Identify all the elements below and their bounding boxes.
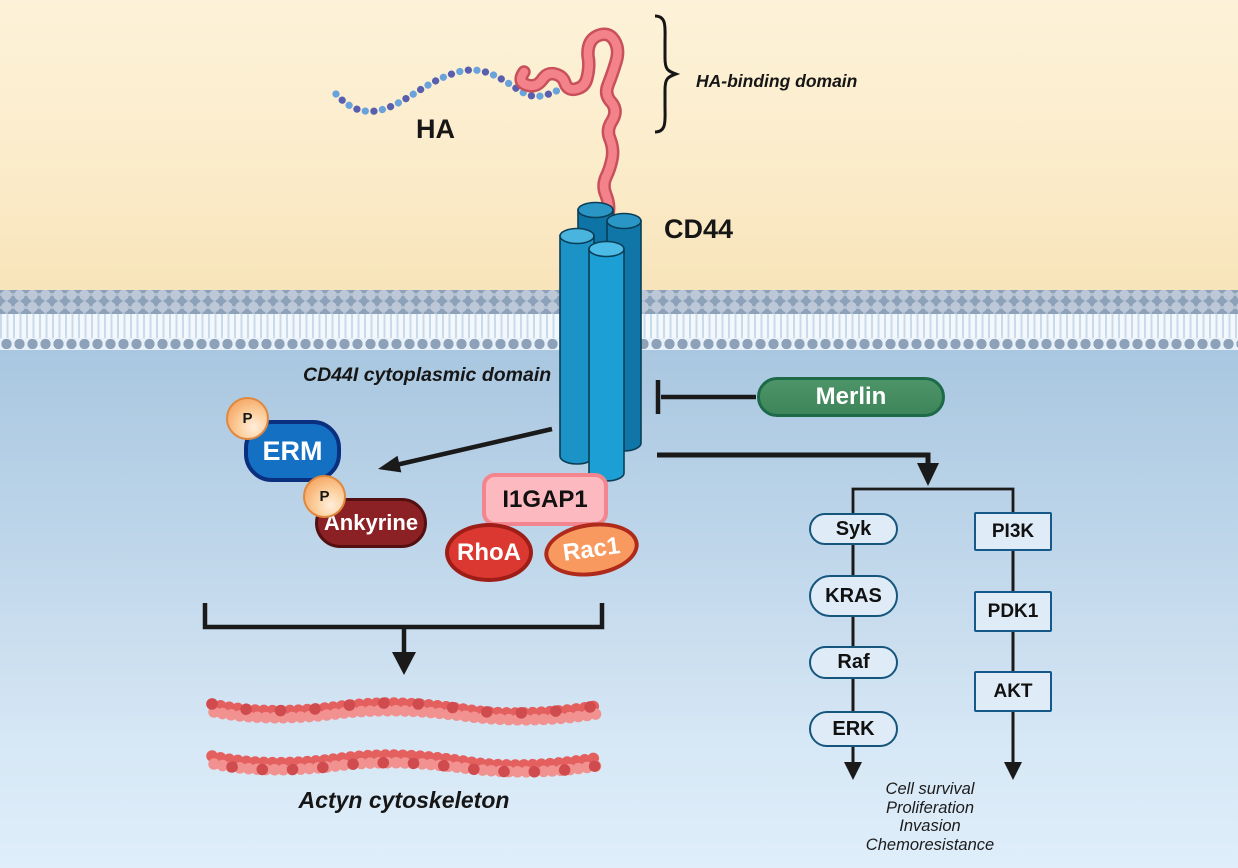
- merlin-node: Merlin: [757, 377, 945, 417]
- inhibition-tbar-icon: [655, 380, 756, 414]
- actin-bracket-icon: [202, 603, 605, 675]
- pi3k-arrowhead-icon: [1004, 762, 1022, 780]
- pathway-outcomes: Cell survival Proliferation Invasion Che…: [866, 780, 994, 854]
- outcome-item: Cell survival: [885, 780, 975, 798]
- cascade-node-pdk1: PDK1: [974, 591, 1052, 632]
- cd44-label: CD44: [664, 214, 734, 244]
- cascade-node-raf: Raf: [809, 646, 898, 679]
- ha-chain-icon: [332, 66, 570, 115]
- phosphate-badge: P: [303, 475, 346, 518]
- ha-label: HA: [416, 114, 455, 144]
- cd44-cytoplasmic-domain-label: CD44I cytoplasmic domain: [303, 364, 552, 386]
- rhoa-node: RhoA: [445, 523, 533, 582]
- cascade-node-akt: AKT: [974, 671, 1052, 712]
- actin-filament-icon: [206, 697, 602, 778]
- cascade-node-kras: KRAS: [809, 575, 898, 617]
- outcome-item: Invasion: [899, 817, 961, 835]
- cascade-node-pi3k: PI3K: [974, 512, 1052, 551]
- cascade-node-erk: ERK: [809, 711, 898, 747]
- i1gap1-node: I1GAP1: [482, 473, 608, 526]
- outcome-item: Proliferation: [885, 798, 975, 817]
- phosphate-badge: P: [226, 397, 269, 440]
- arrow-to-erm-icon: [378, 426, 553, 473]
- cascade-node-syk: Syk: [809, 513, 898, 545]
- brace-icon: [654, 14, 681, 134]
- cd44-receptor-icon: [559, 201, 642, 482]
- ha-binding-strand-icon: [514, 27, 625, 268]
- actin-cytoskeleton-label: Actyn cytoskeleton: [298, 787, 510, 813]
- ha-binding-domain-label: HA-binding domain: [696, 71, 858, 91]
- outcome-item: Chemoresistance: [865, 835, 995, 854]
- mapk-arrowhead-icon: [844, 762, 862, 780]
- arrow-to-cascades-icon: [657, 452, 939, 486]
- cascade-split-bracket-icon: [851, 487, 1015, 513]
